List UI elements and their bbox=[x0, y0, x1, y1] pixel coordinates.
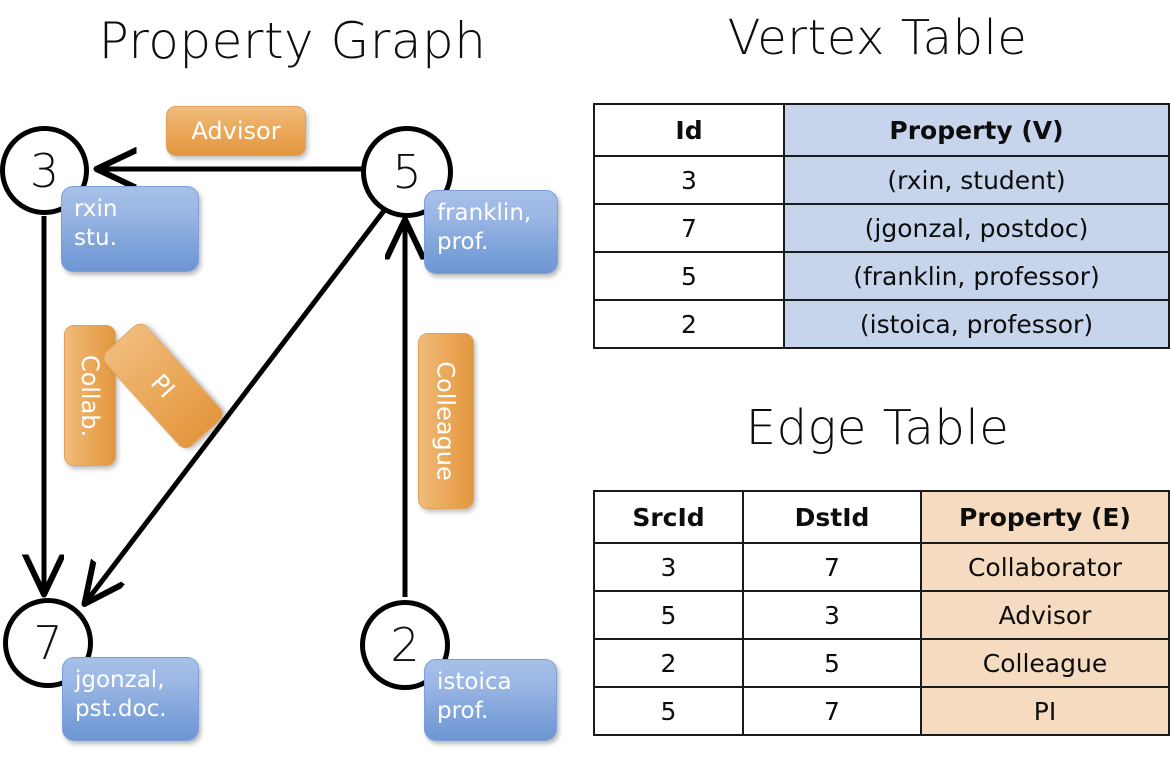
table-row[interactable]: 7 (jgonzal, postdoc) bbox=[593, 203, 1170, 253]
edge-row-0-src: 3 bbox=[593, 542, 744, 592]
vertex-property-jgonzal-line2: pst.doc. bbox=[75, 695, 167, 722]
vertex-property-rxin-line2: stu. bbox=[74, 224, 117, 251]
edge-table-header-row: SrcId DstId Property (E) bbox=[593, 490, 1170, 544]
edge-row-0-dst: 7 bbox=[742, 542, 922, 592]
vertex-property-jgonzal-line1: jgonzal, bbox=[75, 667, 165, 693]
property-graph-diagram: 3 5 7 2 rxin stu. franklin, prof. jgonza… bbox=[0, 0, 585, 760]
edge-table-header-srcid: SrcId bbox=[593, 490, 744, 544]
vertex-row-2-property: (franklin, professor) bbox=[783, 251, 1170, 301]
vertex-row-2-id: 5 bbox=[593, 251, 785, 301]
table-row[interactable]: 5 (franklin, professor) bbox=[593, 251, 1170, 301]
table-row[interactable]: 3 7 Collaborator bbox=[593, 542, 1170, 592]
edge-line-pi bbox=[86, 206, 388, 602]
edge-table: SrcId DstId Property (E) 3 7 Collaborato… bbox=[593, 490, 1170, 736]
vertex-property-box-rxin[interactable]: rxin stu. bbox=[61, 186, 199, 272]
edge-label-colleague[interactable]: Colleague bbox=[418, 333, 474, 509]
graph-vertex-2-label: 2 bbox=[390, 618, 420, 672]
graph-vertex-2[interactable]: 2 bbox=[360, 600, 450, 690]
vertex-row-3-id: 2 bbox=[593, 299, 785, 349]
edge-row-2-property: Colleague bbox=[920, 638, 1170, 688]
edge-label-collab[interactable]: Collab. bbox=[64, 325, 116, 466]
edge-row-0-property: Collaborator bbox=[920, 542, 1170, 592]
vertex-property-box-istoica[interactable]: istoica prof. bbox=[424, 659, 557, 741]
page-title-edge-table: Edge Table bbox=[745, 400, 1010, 456]
vertex-row-1-id: 7 bbox=[593, 203, 785, 253]
vertex-property-rxin-line1: rxin bbox=[74, 196, 118, 222]
graph-edge-lines bbox=[0, 0, 585, 760]
edge-label-advisor[interactable]: Advisor bbox=[166, 106, 306, 156]
table-row[interactable]: 5 3 Advisor bbox=[593, 590, 1170, 640]
table-row[interactable]: 2 5 Colleague bbox=[593, 638, 1170, 688]
table-row[interactable]: 2 (istoica, professor) bbox=[593, 299, 1170, 349]
edge-row-1-src: 5 bbox=[593, 590, 744, 640]
vertex-row-0-id: 3 bbox=[593, 155, 785, 205]
graph-vertex-7-label: 7 bbox=[33, 616, 63, 670]
edge-row-3-property: PI bbox=[920, 686, 1170, 736]
vertex-property-istoica-line2: prof. bbox=[437, 697, 489, 724]
vertex-property-box-franklin[interactable]: franklin, prof. bbox=[424, 190, 558, 274]
graph-vertex-3-label: 3 bbox=[29, 143, 60, 198]
vertex-table-header-row: Id Property (V) bbox=[593, 103, 1170, 157]
edge-table-header-property: Property (E) bbox=[920, 490, 1170, 544]
table-row[interactable]: 5 7 PI bbox=[593, 686, 1170, 736]
vertex-table-header-property: Property (V) bbox=[783, 103, 1170, 157]
edge-table-header-dstid: DstId bbox=[742, 490, 922, 544]
vertex-property-istoica-line1: istoica bbox=[437, 669, 512, 695]
edge-row-3-dst: 7 bbox=[742, 686, 922, 736]
vertex-property-franklin-line2: prof. bbox=[437, 228, 489, 255]
edge-row-2-src: 2 bbox=[593, 638, 744, 688]
vertex-row-0-property: (rxin, student) bbox=[783, 155, 1170, 205]
edge-label-advisor-text: Advisor bbox=[191, 117, 281, 145]
vertex-row-1-property: (jgonzal, postdoc) bbox=[783, 203, 1170, 253]
vertex-property-box-jgonzal[interactable]: jgonzal, pst.doc. bbox=[62, 657, 199, 741]
vertex-property-franklin-line1: franklin, bbox=[437, 200, 532, 226]
page-title-property-graph: Property Graph bbox=[98, 12, 487, 70]
edge-label-collab-text: Collab. bbox=[76, 354, 105, 437]
vertex-row-3-property: (istoica, professor) bbox=[783, 299, 1170, 349]
edge-row-3-src: 5 bbox=[593, 686, 744, 736]
edge-label-colleague-text: Colleague bbox=[432, 361, 460, 481]
edge-row-2-dst: 5 bbox=[742, 638, 922, 688]
page-title-vertex-table: Vertex Table bbox=[727, 10, 1028, 66]
graph-vertex-5[interactable]: 5 bbox=[361, 126, 453, 218]
edge-row-1-property: Advisor bbox=[920, 590, 1170, 640]
vertex-table: Id Property (V) 3 (rxin, student) 7 (jgo… bbox=[593, 103, 1170, 349]
vertex-table-header-id: Id bbox=[593, 103, 785, 157]
edge-row-1-dst: 3 bbox=[742, 590, 922, 640]
graph-vertex-5-label: 5 bbox=[392, 145, 422, 199]
table-row[interactable]: 3 (rxin, student) bbox=[593, 155, 1170, 205]
edge-label-pi-text: PI bbox=[145, 368, 181, 404]
